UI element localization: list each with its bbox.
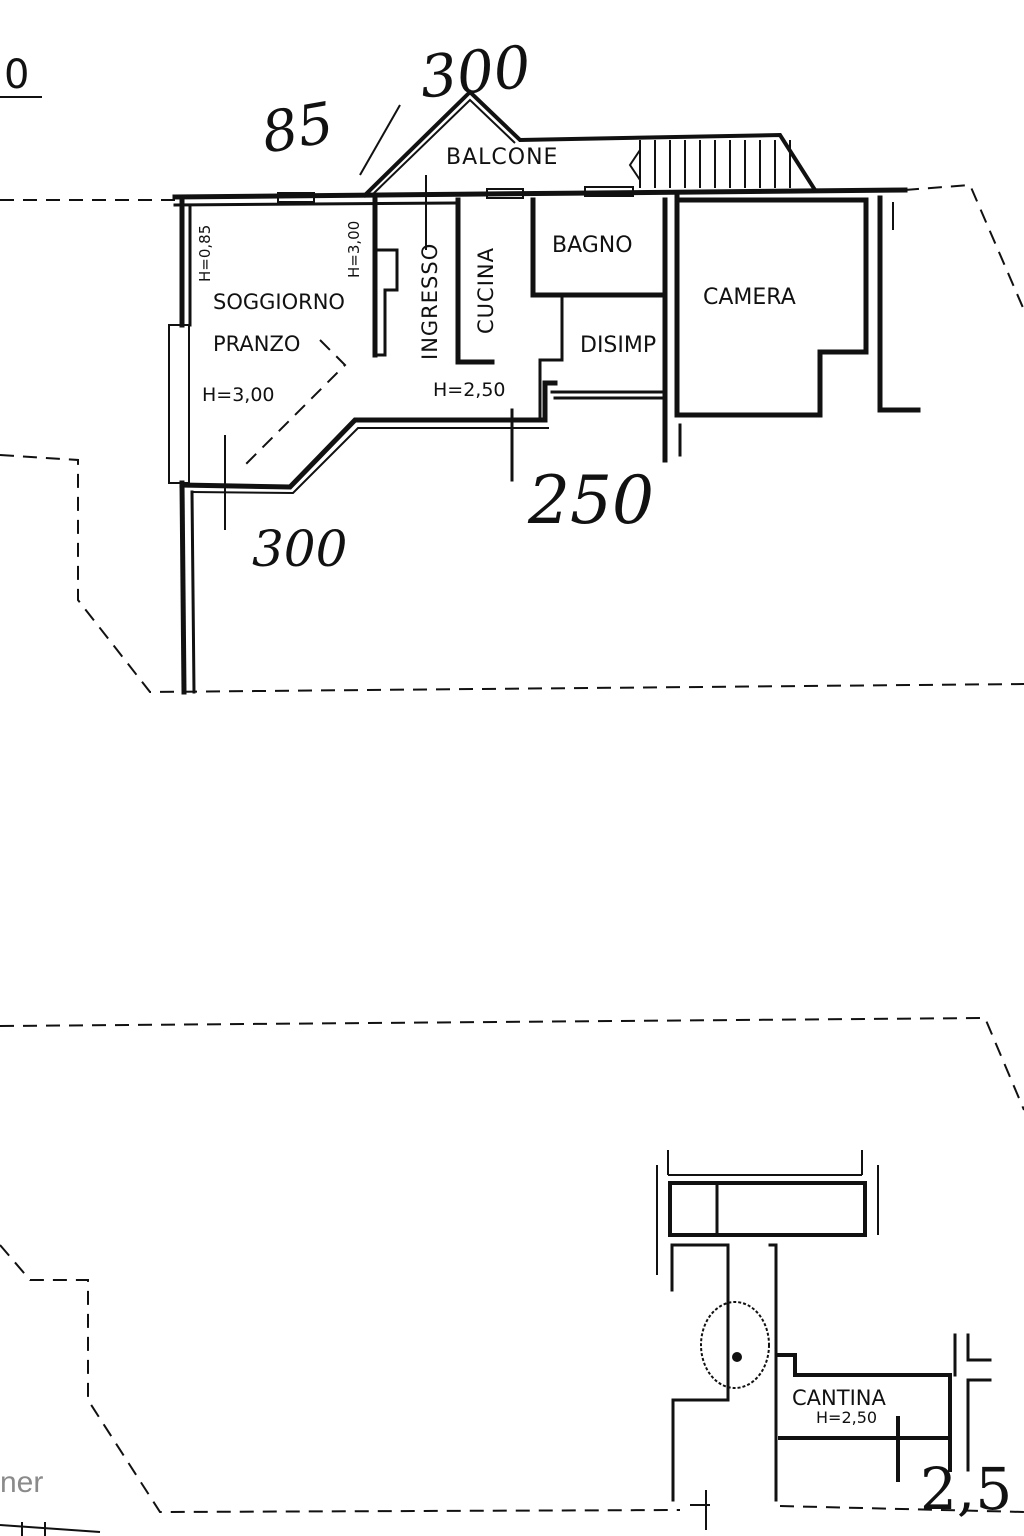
balcony	[277, 89, 818, 203]
room-label-ingresso: INGRESSO	[418, 242, 442, 360]
interior-walls	[224, 104, 921, 530]
basement-walls	[0, 1150, 992, 1536]
dimension-300-top: 300	[416, 32, 534, 112]
door-height-label: H=3,00	[345, 220, 363, 278]
dimension-85: 85	[256, 90, 339, 167]
height-label-cantina: H=2,50	[816, 1408, 878, 1427]
property-outline-upper	[0, 183, 1024, 694]
balcony-railing	[628, 140, 791, 188]
room-label-cucina: CUCINA	[474, 247, 498, 334]
circular-fixture	[700, 1301, 770, 1389]
window-top-2	[486, 188, 524, 199]
room-label-cantina: CANTINA	[792, 1386, 886, 1410]
dimension-300-bottom: 300	[252, 520, 348, 578]
property-outline-basement	[0, 1016, 1024, 1514]
room-label-soggiorno: SOGGIORNO	[213, 290, 345, 314]
fixture-center	[732, 1352, 742, 1362]
dimension-2-5: 2,5	[920, 1455, 1013, 1523]
window-left	[168, 324, 190, 484]
exterior-walls	[168, 187, 908, 695]
watermark-fragment: ner	[0, 1466, 44, 1499]
room-label-camera: CAMERA	[703, 285, 796, 310]
height-label-soggiorno: H=3,00	[202, 384, 275, 406]
top-left-fragment: 0	[4, 52, 30, 98]
room-label-bagno: BAGNO	[552, 233, 633, 258]
height-label-cucina: H=2,50	[433, 379, 506, 401]
window-top-1	[277, 192, 315, 203]
window-top-3	[584, 186, 634, 197]
window-height-left: H=0,85	[196, 224, 214, 282]
room-label-pranzo: PRANZO	[213, 332, 301, 356]
room-label-balcone: BALCONE	[446, 145, 559, 170]
dimension-250: 250	[528, 462, 654, 539]
room-label-disimp: DISIMP	[580, 333, 657, 358]
